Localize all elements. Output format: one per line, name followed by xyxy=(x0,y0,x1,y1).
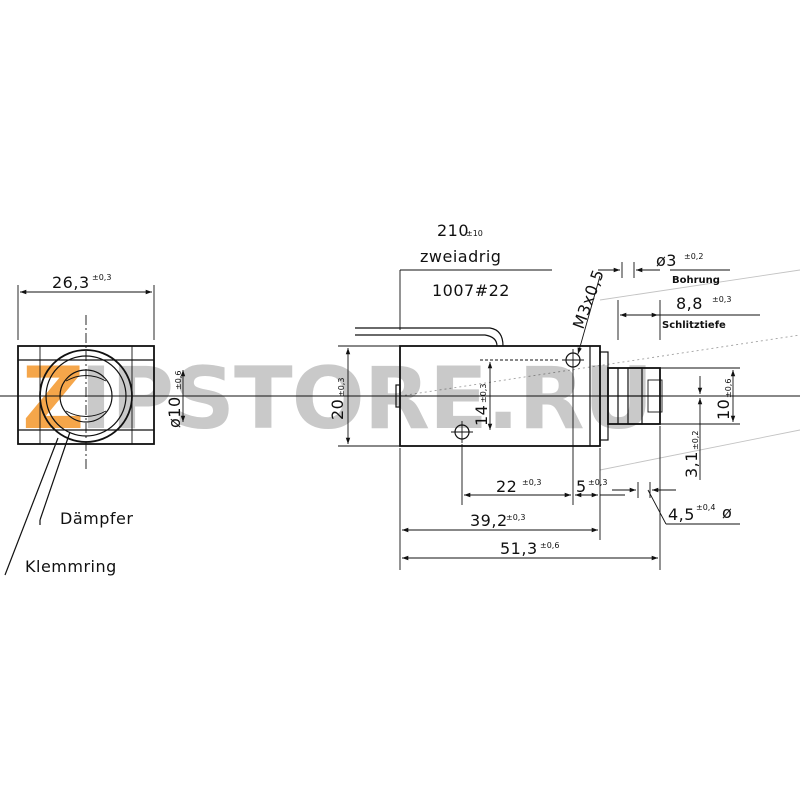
watermark: Z IPSTORE.RU xyxy=(22,349,653,449)
plunger-diameter-value: 4,5 xyxy=(668,505,695,524)
watermark-text: IPSTORE.RU xyxy=(80,349,652,449)
width-dimension-value: 26,3 xyxy=(52,273,90,292)
clamp-ring-label: Klemmring xyxy=(25,557,117,576)
plunger-width-value: 10 xyxy=(714,399,733,420)
cable-length-value: 210 xyxy=(437,221,469,240)
dim-22-value: 22 xyxy=(496,477,517,496)
diameter-dimension-tolerance: ±0,6 xyxy=(174,371,183,390)
dim-5-tolerance: ±0,3 xyxy=(588,478,607,487)
diameter-dimension-value: ø10 xyxy=(165,396,184,428)
dim-5-value: 5 xyxy=(576,477,587,496)
dim-51-tolerance: ±0,6 xyxy=(540,541,559,550)
dim-39-value: 39,2 xyxy=(470,511,508,530)
slot-depth-tolerance: ±0,3 xyxy=(712,295,731,304)
hole-spacing-value: 14 xyxy=(472,405,491,426)
plunger-diameter-tolerance: ±0,4 xyxy=(696,503,715,512)
plunger-offset-value: 3,1 xyxy=(682,451,701,478)
slot-depth-value: 8,8 xyxy=(676,294,703,313)
hole-note: Bohrung xyxy=(672,275,720,286)
watermark-letter-z: Z xyxy=(22,349,83,449)
thread-label: M3x0,5 xyxy=(569,267,608,332)
hole-diameter-value: ø3 xyxy=(656,251,677,270)
clamp-ring-outer xyxy=(39,349,133,443)
cable-length-tolerance: ±10 xyxy=(466,229,483,238)
hole-spacing-tolerance: ±0,3 xyxy=(479,384,488,403)
damper-label: Dämpfer xyxy=(60,509,133,528)
front-view: 26,3 ±0,3 ø10 ±0,6 Dämpfer Klemmring xyxy=(4,273,186,576)
cable xyxy=(355,327,504,347)
dim-39-tolerance: ±0,3 xyxy=(506,513,525,522)
height-dimension-tolerance: ±0,3 xyxy=(337,378,346,397)
width-dimension-tolerance: ±0,3 xyxy=(92,273,111,282)
height-dimension-value: 20 xyxy=(328,399,347,420)
cable-spec-label: 1007#22 xyxy=(432,281,510,300)
hole-diameter-tolerance: ±0,2 xyxy=(684,252,703,261)
dim-22-tolerance: ±0,3 xyxy=(522,478,541,487)
plunger-offset-tolerance: ±0,2 xyxy=(691,431,700,450)
plunger-diameter-symbol: ø xyxy=(722,503,732,522)
damper-ring xyxy=(59,369,113,423)
cable-type-label: zweiadrig xyxy=(420,247,501,266)
slot-note: Schlitztiefe xyxy=(662,320,726,331)
dim-51-value: 51,3 xyxy=(500,539,538,558)
plunger-width-tolerance: ±0,6 xyxy=(724,379,733,398)
